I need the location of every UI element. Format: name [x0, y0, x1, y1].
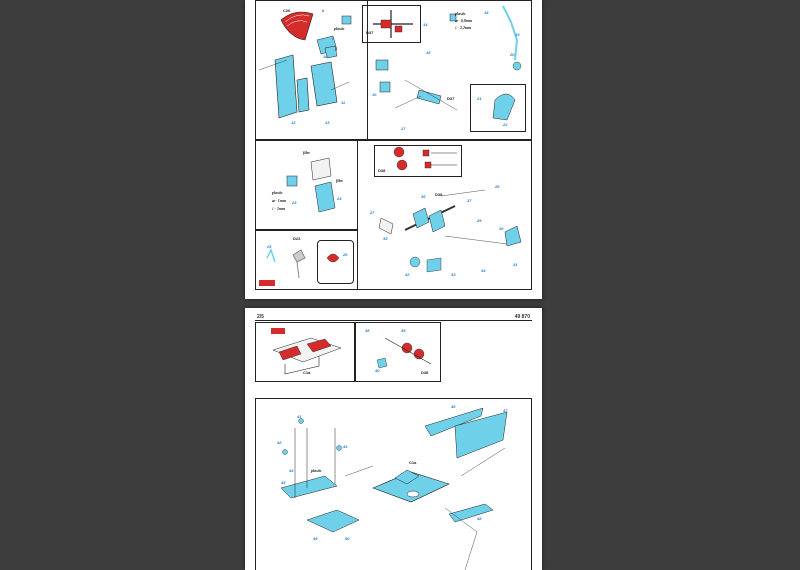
part-number: 49	[313, 536, 318, 541]
label-d38b: D38	[435, 192, 443, 197]
part-number: 12	[291, 120, 296, 125]
part-number: 20	[510, 52, 515, 57]
part-number: 13	[325, 120, 330, 125]
detail-box-d23	[317, 240, 354, 284]
page-2-drawing	[271, 328, 508, 570]
part-number: 11	[341, 100, 346, 105]
part-number: 37	[467, 198, 472, 203]
part-number: 9	[332, 36, 335, 41]
label-d23: D23	[293, 236, 301, 241]
label-d37: D37	[366, 30, 374, 35]
note-plastic: plastic	[311, 468, 322, 473]
detail-box-d37	[362, 5, 421, 43]
part-number: 32	[405, 272, 410, 277]
part-number: 19	[515, 32, 520, 37]
detail-box-right	[470, 84, 526, 132]
part-number: 14	[423, 22, 428, 27]
part-number: 24	[337, 196, 342, 201]
red-part-c26	[280, 11, 314, 41]
part-number: 41	[297, 414, 302, 419]
part-number: 33	[451, 272, 456, 277]
instruction-page-1: C26 D37 D37 D38 D38 D23 plastic plastic …	[245, 0, 542, 299]
panel-bottom-left	[255, 140, 358, 230]
part-number: 46	[451, 404, 456, 409]
note-film-2: film	[336, 178, 343, 183]
panel-part	[274, 54, 298, 119]
part-number: 31	[513, 262, 518, 267]
part-number: 34	[481, 268, 486, 273]
part-number: 26	[343, 252, 348, 257]
note-plastic-2-diameter: ⌀ - 0,8mm	[455, 18, 472, 23]
part-number: 27	[370, 210, 375, 215]
part-number: 38	[365, 328, 370, 333]
note-plastic-3-diameter: ⌀ - 1mm	[272, 198, 286, 203]
part-number: 47	[503, 408, 508, 413]
note-plastic-2-length: ℓ - 2,2mm	[455, 25, 472, 30]
label-c1a-2: C1a	[409, 460, 417, 465]
page-1-drawing	[258, 5, 522, 286]
part-number: 25	[267, 244, 272, 249]
part-number: 22	[503, 122, 508, 127]
panel-bottom-left-2	[255, 230, 358, 290]
part-number: 18	[484, 10, 489, 15]
label-d38: D38	[421, 370, 429, 375]
panel-c1a	[255, 322, 355, 382]
note-plastic-2: plastic	[455, 11, 466, 16]
page-number: 2/5	[257, 314, 264, 320]
part-number: 21	[477, 96, 482, 101]
note-film-1: film	[303, 150, 310, 155]
part-number: 30	[499, 226, 504, 231]
label-c26: C26	[283, 8, 291, 13]
part-number: 8	[322, 8, 325, 13]
label-c1a: C1a	[303, 370, 311, 375]
part-number: 48	[477, 516, 482, 521]
part-number: 16	[372, 92, 377, 97]
part-number: 23	[292, 200, 297, 205]
detail-box-d38	[374, 145, 462, 177]
part-number: 10	[323, 54, 328, 59]
kit-number: 49 870	[514, 314, 530, 320]
part-number: 35	[383, 236, 388, 241]
part-number: 40	[375, 368, 380, 373]
label-d38: D38	[378, 168, 386, 173]
note-plastic-3-length: ℓ - 1mm	[272, 206, 286, 211]
header-rule	[255, 320, 532, 321]
note-plastic-1: plastic	[334, 26, 345, 31]
part-number: 29	[477, 218, 482, 223]
part-number: 15	[426, 50, 431, 55]
instruction-page-2: 2/5 49 870 C1a D38 C1a plastic 38 39 4	[245, 308, 542, 570]
label-d37b: D37	[447, 96, 455, 101]
part-number: 28	[495, 184, 500, 189]
part-number: 17	[401, 126, 406, 131]
part-number: 39	[401, 328, 406, 333]
part-number: 42	[277, 440, 282, 445]
panel-top-left	[255, 0, 368, 140]
part-number: 50	[345, 536, 350, 541]
note-plastic-3: plastic	[272, 190, 283, 195]
part-number: 45	[281, 480, 286, 485]
panel-d38	[355, 322, 441, 382]
panel-main	[255, 398, 532, 570]
part-number: 44	[289, 468, 294, 473]
part-number: 36	[421, 194, 426, 199]
part-number: 43	[343, 444, 348, 449]
